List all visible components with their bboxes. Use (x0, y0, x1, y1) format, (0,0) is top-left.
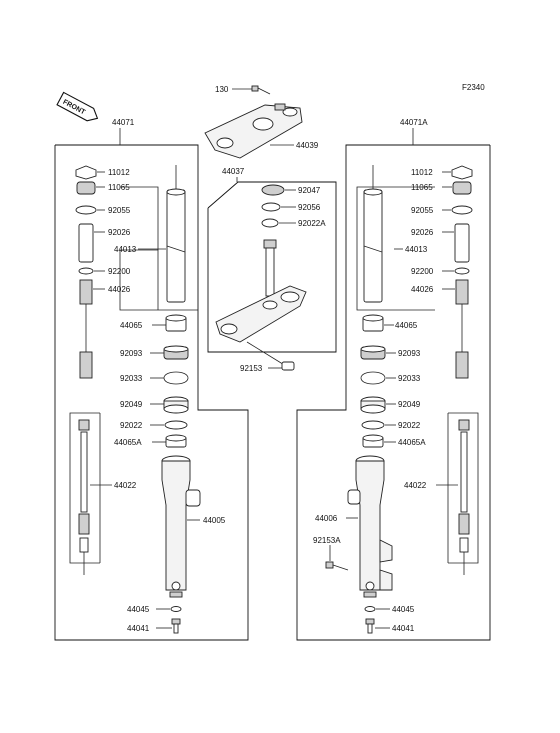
left-label-44045: 44045 (127, 605, 150, 614)
left-damper-rod-44022 (78, 419, 90, 575)
right-label-11012: 11012 (411, 168, 433, 177)
right-washer-92022 (361, 420, 385, 430)
right-fork-frame (296, 144, 491, 641)
right-ring-92055 (451, 205, 473, 215)
figure-code: F2340 (462, 83, 485, 92)
right-inner-tube-subframe (356, 186, 435, 311)
left-label-92049: 92049 (120, 400, 143, 409)
part-label-44039: 44039 (296, 141, 319, 150)
right-damper-rod-44022 (458, 419, 470, 575)
stem-washer-92022A (261, 218, 279, 228)
left-bushing-44065 (165, 314, 187, 332)
left-label-92200: 92200 (108, 267, 131, 276)
right-label-11065: 11065 (411, 183, 433, 192)
left-label-44065: 44065 (120, 321, 143, 330)
right-label-44022: 44022 (404, 481, 427, 490)
left-bushing-44065A (165, 434, 187, 448)
right-damper-subframe (448, 412, 479, 564)
right-label-92022: 92022 (398, 421, 421, 430)
left-oring-11065 (76, 181, 96, 195)
left-label-92033: 92033 (120, 374, 143, 383)
right-label-92093: 92093 (398, 349, 421, 358)
right-label-44045: 44045 (392, 605, 415, 614)
right-label-92055: 92055 (411, 206, 434, 215)
stem-label-92056: 92056 (298, 203, 321, 212)
left-label-44013: 44013 (114, 245, 137, 254)
stem-bearing-92047 (261, 184, 285, 196)
stem-label-92022A: 92022A (298, 219, 326, 228)
stem-assembly-label: 44037 (222, 167, 245, 176)
left-label-11065: 11065 (108, 183, 130, 192)
left-label-44005: 44005 (203, 516, 226, 525)
right-label-44065A: 44065A (398, 438, 426, 447)
left-cap-11012 (75, 165, 97, 180)
left-label-44026: 44026 (108, 285, 131, 294)
left-fork-assembly-label: 44071 (112, 118, 135, 127)
left-seal-92093 (163, 345, 189, 360)
left-ring-92055 (75, 205, 97, 215)
right-label-44065: 44065 (395, 321, 418, 330)
left-label-92026: 92026 (108, 228, 131, 237)
upper-bracket (204, 103, 303, 159)
left-spacer-92026 (78, 223, 94, 263)
right-washer-44045 (364, 606, 376, 612)
left-label-44022: 44022 (114, 481, 137, 490)
right-spring-44026 (455, 279, 469, 379)
right-bushing-44065A (362, 434, 384, 448)
right-spacer-92026 (454, 223, 470, 263)
left-damper-subframe (69, 412, 100, 564)
top-bolt (251, 85, 271, 95)
left-label-44041: 44041 (127, 624, 150, 633)
right-bolt-92153A (325, 561, 349, 571)
stem-lower-bracket (215, 239, 307, 343)
left-label-92093: 92093 (120, 349, 143, 358)
front-direction-badge: FRONT (56, 91, 99, 122)
stem-seal-92056 (261, 202, 281, 212)
right-label-92026: 92026 (411, 228, 434, 237)
right-oring-11065 (452, 181, 472, 195)
left-bolt-44041 (171, 618, 181, 634)
left-label-92022: 92022 (120, 421, 143, 430)
right-label-92049: 92049 (398, 400, 421, 409)
left-inner-tube-subframe (120, 186, 159, 251)
right-label-92200: 92200 (411, 267, 434, 276)
left-spring-44026 (79, 279, 93, 379)
right-fork-assembly-label: 44071A (400, 118, 428, 127)
left-fork-frame (54, 144, 249, 641)
left-washer-92022 (164, 420, 188, 430)
left-clip-92033 (163, 371, 189, 385)
right-washer-92200 (454, 267, 470, 275)
right-outer-tube-44006 (347, 455, 393, 598)
right-label-92153A: 92153A (313, 536, 341, 545)
left-washer-92200 (78, 267, 94, 275)
right-label-92033: 92033 (398, 374, 421, 383)
left-outer-tube-44005 (161, 455, 201, 598)
right-seal-92049 (360, 396, 386, 414)
left-label-44065A: 44065A (114, 438, 142, 447)
right-label-44013: 44013 (405, 245, 428, 254)
left-label-92055: 92055 (108, 206, 131, 215)
left-label-11012: 11012 (108, 168, 130, 177)
stem-bolt-92153 (246, 341, 295, 371)
right-seal-92093 (360, 345, 386, 360)
right-label-44006: 44006 (315, 514, 338, 523)
stem-label-92153: 92153 (240, 364, 263, 373)
left-inner-tube-44013 (166, 165, 186, 303)
right-label-44026: 44026 (411, 285, 434, 294)
stem-label-92047: 92047 (298, 186, 321, 195)
right-bolt-44041 (365, 618, 375, 634)
left-washer-44045 (170, 606, 182, 612)
right-clip-92033 (360, 371, 386, 385)
left-seal-92049 (163, 396, 189, 414)
right-cap-11012 (451, 165, 473, 180)
stem-frame (207, 181, 337, 353)
right-bushing-44065 (362, 314, 384, 332)
right-label-44041: 44041 (392, 624, 415, 633)
part-label-130: 130 (215, 85, 229, 94)
right-inner-tube-44013 (363, 165, 383, 303)
